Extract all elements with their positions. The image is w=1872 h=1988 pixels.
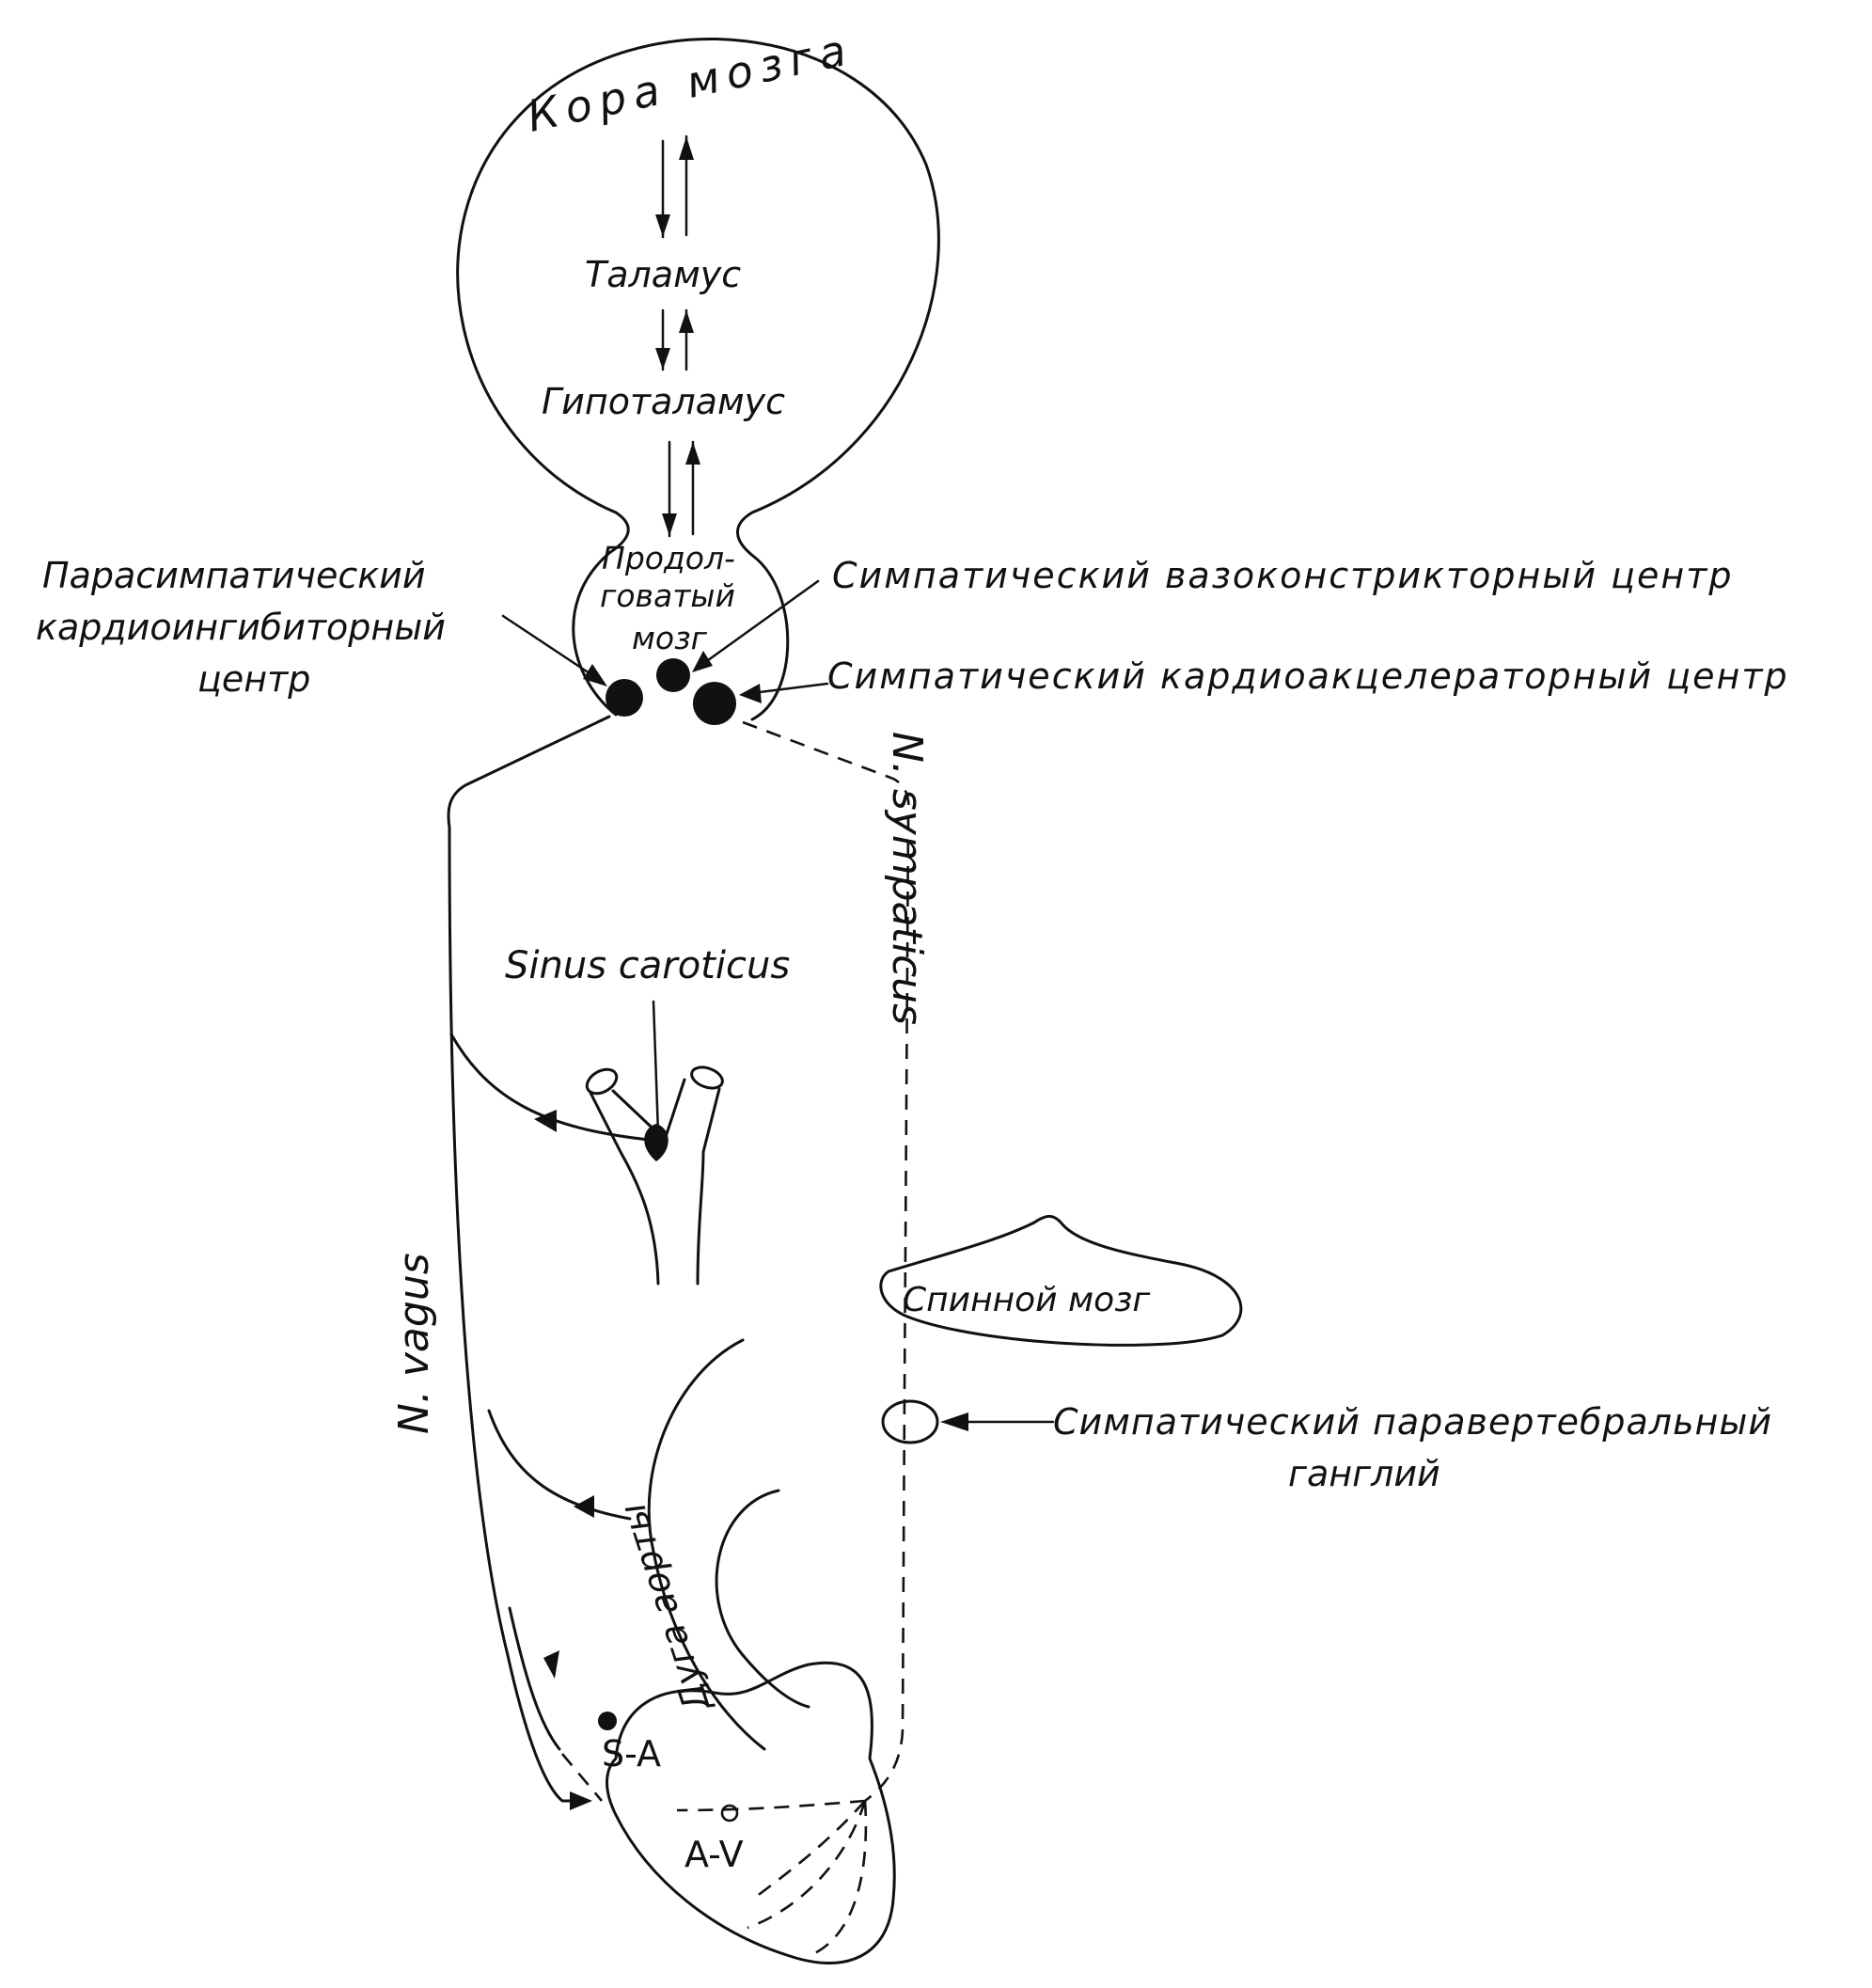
carotid-artery [585,1000,724,1286]
sympathetic-nerve-label: N. sympaticus [883,732,931,1025]
parasympathetic-label-line1: Парасимпатический [42,555,426,596]
sympathetic-cardioaccelerator-center [693,682,736,725]
vagus-nerve-label: N. vagus [390,1253,438,1434]
aortic-arch-label: Дуга аорты [612,1498,719,1719]
cardioaccelerator-center-label: Симпатический кардиоакцелераторный центр [827,655,1789,697]
sympathetic-nerve-line [742,720,910,1803]
paravertebral-ganglion [881,1399,939,1444]
sa-node-label: S-A [602,1733,661,1775]
av-node-label: A-V [684,1834,744,1875]
parasympathetic-cardioinhibitory-center [606,679,643,717]
av-node-circle [720,1804,739,1822]
hypothalamus-label: Гипоталамус [542,381,785,422]
sympathetic-heart-fibers [676,1799,868,1958]
medulla-label-line2: говатый [600,577,735,614]
medulla-label-line3: мозг [632,620,708,656]
sinus-caroticus-label: Sinus caroticus [505,944,790,987]
parasympathetic-label-line3: центр [197,658,310,700]
aortic-arch [647,1338,810,1751]
vagus-sa-branch [508,1606,561,1751]
ganglion-label-line1: Симпатический паравертебральный [1053,1401,1772,1443]
medulla-label-line1: Продол- [602,540,735,576]
heart-outline [606,1661,896,1964]
sa-node-dot [598,1712,617,1730]
parasympathetic-label-line2: кардиоингибиторный [36,607,446,648]
aortic-afferent-arrowhead [574,1495,594,1518]
ganglion-pointer-arrowhead [940,1412,968,1431]
vasoconstrictor-center-label: Симпатический вазоконстрикторный центр [832,555,1733,596]
ganglion-label-line2: ганглий [1288,1453,1440,1494]
vagus-nerve-line [447,715,611,1803]
thalamus-label: Таламус [585,254,741,295]
spinal-cord-label: Спинной мозг [903,1281,1151,1319]
vagus-av-arrowhead [570,1791,592,1810]
center-pointer-arrows [501,579,829,703]
carotid-afferent-arrowhead [534,1110,557,1132]
aortic-afferent-line [487,1409,632,1521]
vagus-sa-arrowhead [543,1650,559,1679]
spinal-cord-shape [879,1215,1243,1347]
medulla-left-outline [572,511,630,717]
sympathetic-vasoconstrictor-center [656,658,690,692]
ascending-descending-arrows [655,134,700,538]
brain-outline [456,38,940,721]
